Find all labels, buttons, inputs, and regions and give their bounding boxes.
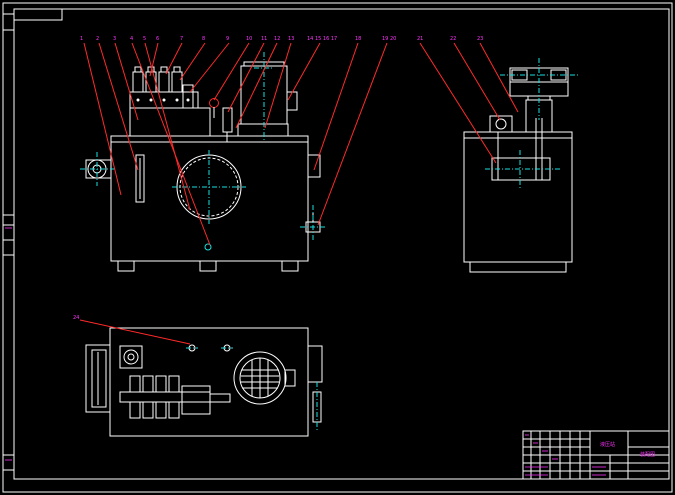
balloon-label: 21 <box>417 36 423 42</box>
valve-stack <box>132 66 194 109</box>
inner-border <box>13 8 670 480</box>
balloon-label: 10 <box>246 36 252 42</box>
balloon-label: 3 <box>113 36 116 42</box>
balloon-label: 9 <box>226 36 229 42</box>
pump-flange <box>119 345 143 369</box>
top-view <box>85 327 323 437</box>
drawing-title: 液压站 <box>600 441 615 448</box>
drawing-number: 装配图 <box>640 451 655 458</box>
balloon-label: 23 <box>477 36 483 42</box>
drain-plug <box>204 243 212 251</box>
balloon-label: 12 <box>274 36 280 42</box>
internal-pipes <box>491 157 551 181</box>
balloon-label: 13 <box>288 36 294 42</box>
balloon-label: 2 <box>96 36 99 42</box>
filler-grille <box>233 351 296 405</box>
balloon-label: 1 <box>80 36 83 42</box>
side-box <box>307 154 321 178</box>
tank-foot <box>117 260 135 272</box>
level-gauge <box>135 154 145 203</box>
title-block: 液压站 装配图 <box>522 430 670 480</box>
tank-side <box>463 131 573 263</box>
balloon-label: 24 <box>73 315 79 321</box>
top-valve-stack <box>119 375 231 419</box>
balloon-label: 14 15 16 17 <box>307 36 337 42</box>
tank-base <box>469 261 567 273</box>
balloon-label: 22 <box>450 36 456 42</box>
balloon-label: 4 <box>130 36 133 42</box>
top-bracket <box>85 344 111 413</box>
tank-foot <box>281 260 299 272</box>
balloon-label: 7 <box>180 36 183 42</box>
balloon-label: 5 <box>143 36 146 42</box>
side-view <box>463 58 580 273</box>
balloon-label: 19 20 <box>382 36 396 42</box>
pump-side <box>489 115 513 133</box>
balloon-labels: 1 2 3 4 5 6 7 8 9 10 11 12 13 14 15 16 1… <box>73 36 483 321</box>
leader-lines <box>79 42 519 345</box>
valve-plate <box>129 107 211 137</box>
balloon-label: 18 <box>355 36 361 42</box>
front-view <box>80 52 326 272</box>
balloon-label: 11 <box>261 36 267 42</box>
top-side-box <box>307 345 323 383</box>
balloon-label: 8 <box>202 36 205 42</box>
motor-pump <box>237 52 298 140</box>
balloon-label: 6 <box>156 36 159 42</box>
corner-label-box <box>13 8 63 21</box>
filter <box>222 107 233 133</box>
tank-foot <box>199 260 217 272</box>
